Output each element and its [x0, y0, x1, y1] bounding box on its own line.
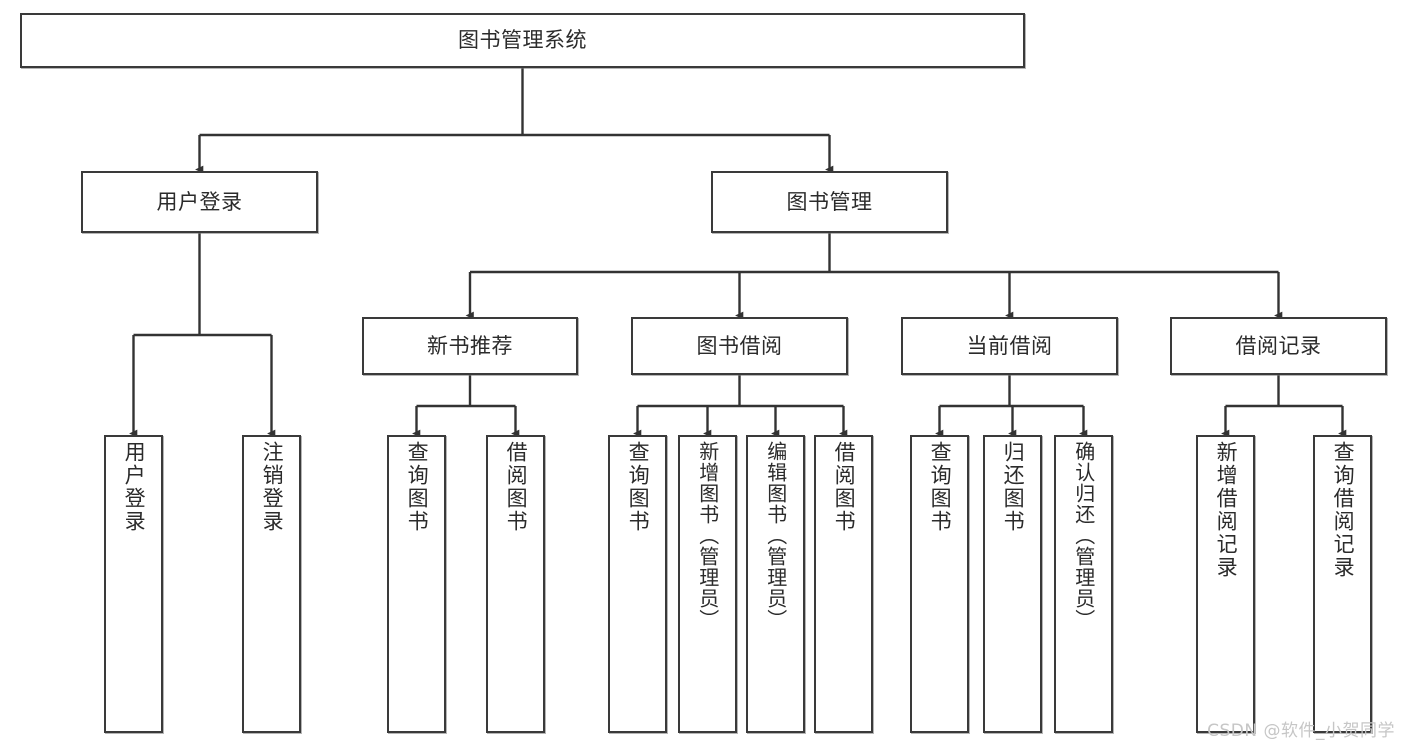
edges-group: [129, 68, 1347, 438]
node-label: 借阅记录: [1235, 333, 1322, 358]
node-label: 确认归还（管理员）: [1071, 441, 1096, 630]
node-leaf-borrow-lend[interactable]: 借阅图书: [814, 435, 873, 733]
node-leaf-user-login[interactable]: 用户登录: [104, 435, 163, 733]
node-leaf-cur-return[interactable]: 归还图书: [983, 435, 1042, 733]
node-leaf-borrow-edit[interactable]: 编辑图书（管理员）: [746, 435, 805, 733]
node-label: 归还图书: [1001, 441, 1026, 533]
node-leaf-cur-confirm[interactable]: 确认归还（管理员）: [1054, 435, 1113, 733]
node-leaf-borrow-query[interactable]: 查询图书: [608, 435, 667, 733]
node-label: 借阅图书: [504, 441, 529, 533]
node-label: 注销登录: [260, 441, 285, 533]
node-user-login[interactable]: 用户登录: [81, 171, 318, 233]
node-label: 借阅图书: [832, 441, 857, 533]
node-leaf-user-logout[interactable]: 注销登录: [242, 435, 301, 733]
node-leaf-rec-borrow[interactable]: 借阅图书: [486, 435, 545, 733]
node-label: 查询借阅记录: [1331, 441, 1356, 579]
node-root[interactable]: 图书管理系统: [20, 13, 1025, 68]
node-leaf-record-query[interactable]: 查询借阅记录: [1313, 435, 1372, 733]
node-current-borrow[interactable]: 当前借阅: [901, 317, 1118, 375]
node-label: 查询图书: [928, 441, 953, 533]
node-label: 查询图书: [626, 441, 651, 533]
node-label: 当前借阅: [966, 333, 1053, 358]
node-label: 新增借阅记录: [1214, 441, 1239, 579]
node-label: 用户登录: [156, 189, 243, 214]
node-label: 用户登录: [122, 441, 147, 533]
node-label: 编辑图书（管理员）: [763, 441, 788, 630]
node-label: 图书借阅: [696, 333, 783, 358]
node-label: 新书推荐: [427, 333, 513, 358]
node-book-manage[interactable]: 图书管理: [711, 171, 948, 233]
node-leaf-cur-query[interactable]: 查询图书: [910, 435, 969, 733]
node-borrow-record[interactable]: 借阅记录: [1170, 317, 1387, 375]
node-label: 查询图书: [405, 441, 430, 533]
node-leaf-rec-query[interactable]: 查询图书: [387, 435, 446, 733]
node-label: 图书管理: [786, 189, 873, 214]
node-new-book-rec[interactable]: 新书推荐: [362, 317, 578, 375]
node-leaf-borrow-add[interactable]: 新增图书（管理员）: [678, 435, 737, 733]
node-label: 图书管理系统: [458, 28, 587, 53]
node-leaf-record-add[interactable]: 新增借阅记录: [1196, 435, 1255, 733]
node-label: 新增图书（管理员）: [695, 441, 720, 630]
csdn-watermark: CSDN @软件_小贺同学: [1207, 721, 1395, 741]
node-book-borrow[interactable]: 图书借阅: [631, 317, 848, 375]
